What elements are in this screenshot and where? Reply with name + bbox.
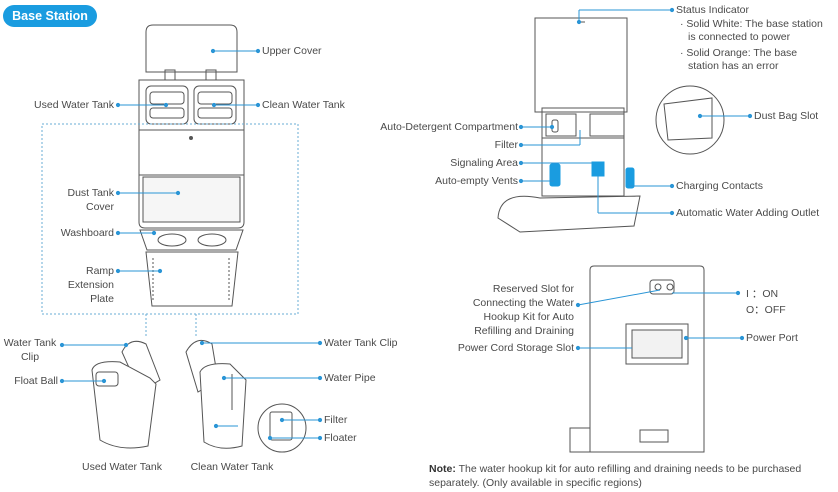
note-text: The water hookup kit for auto refilling … [429,463,802,489]
label-dust-tank: Dust Tank [67,187,115,199]
label-water-tank-clip-left: Water Tank [3,337,57,349]
label-dust-tank-cover: Cover [85,201,114,213]
caption-used-water-tank: Used Water Tank [82,461,162,473]
clean-water-tank-illustration [185,339,307,453]
section-title-badge: Base Station [3,5,97,27]
label-water-pipe: Water Pipe [324,372,376,384]
status-orange-line1: · Solid Orange: The base [680,47,798,59]
label-switch-off: O：OFF [746,304,786,316]
label-status-indicator: Status Indicator [676,4,749,16]
label-auto-empty-vents: Auto-empty Vents [435,175,518,187]
note-prefix: Note: [429,463,456,475]
caption-clean-water-tank: Clean Water Tank [190,461,274,473]
label-switch-on: I ：ON [746,288,779,300]
label-reserved-slot-3: Hookup Kit for Auto [483,311,574,323]
label-upper-cover: Upper Cover [262,45,322,57]
status-white-line2: is connected to power [688,31,791,43]
label-washboard: Washboard [60,227,114,239]
note: Note: The water hookup kit for auto refi… [429,462,829,490]
status-white-line1: · Solid White: The base station [680,18,823,30]
label-floater: Floater [324,432,357,444]
used-water-tank-illustration [91,340,161,449]
label-reserved-slot-1: Reserved Slot for [492,283,574,295]
label-dust-bag-slot: Dust Bag Slot [754,110,819,122]
label-reserved-slot-4: Refilling and Draining [474,325,574,337]
label-signaling-area: Signaling Area [450,157,518,169]
label-extension: Extension [67,279,114,291]
label-float-ball: Float Ball [14,375,58,387]
label-filter-tank: Filter [324,414,348,426]
open-station-illustration [497,17,725,233]
label-filter-station: Filter [494,139,518,151]
front-station-illustration [138,24,245,307]
label-used-water-tank: Used Water Tank [34,99,114,111]
label-auto-water-outlet: Automatic Water Adding Outlet [676,207,820,219]
label-power-cord-storage: Power Cord Storage Slot [457,342,574,354]
label-power-port: Power Port [746,332,798,344]
status-orange-line2: station has an error [688,60,779,72]
label-plate: Plate [90,293,114,305]
label-charging-contacts: Charging Contacts [676,180,763,192]
label-water-tank-clip-left-2: Clip [20,351,40,363]
label-ramp: Ramp [85,265,114,277]
label-clean-water-tank: Clean Water Tank [262,99,345,111]
rear-station-illustration [569,265,705,453]
label-water-tank-clip-right: Water Tank Clip [324,337,398,349]
label-reserved-slot-2: Connecting the Water [472,297,574,309]
label-auto-detergent: Auto-Detergent Compartment [380,121,518,133]
